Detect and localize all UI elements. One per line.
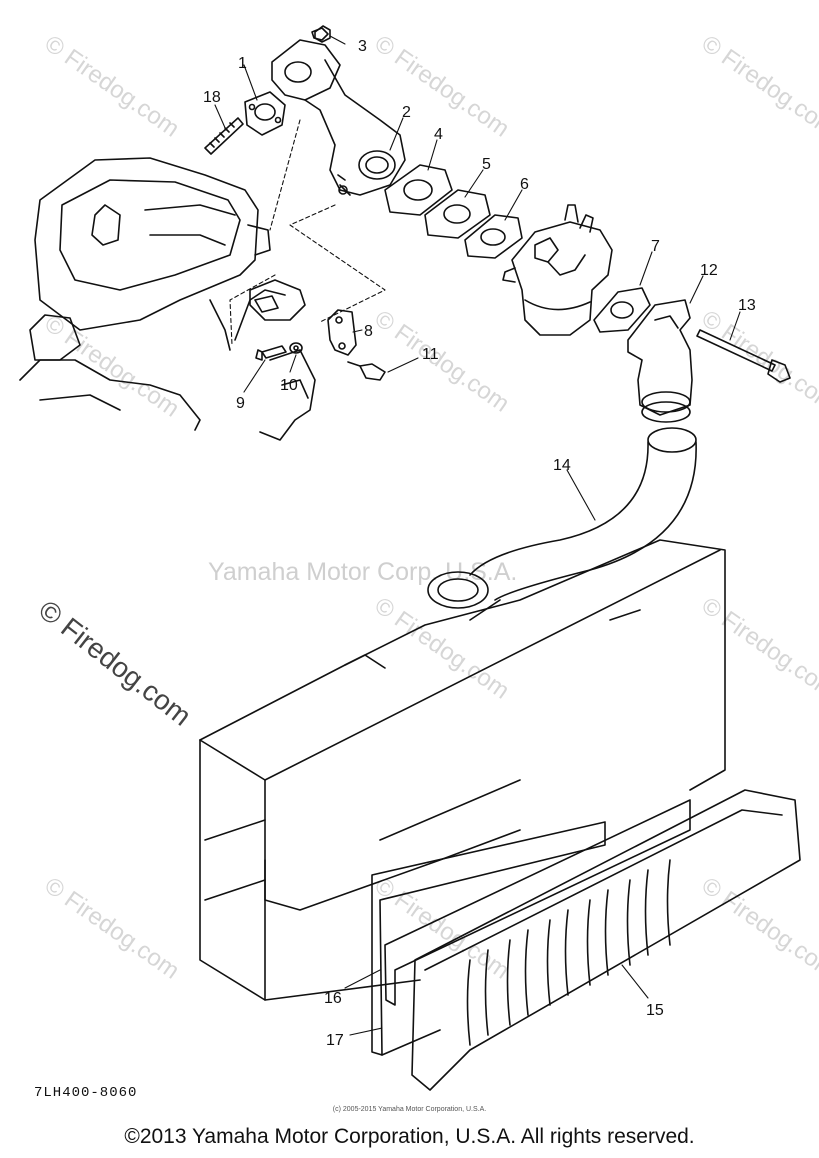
screw-11 <box>347 361 386 381</box>
guide-lines <box>229 119 386 346</box>
callout-10: 10 <box>280 377 298 394</box>
bolt-3 <box>314 25 331 43</box>
callout-13: 13 <box>738 297 756 314</box>
element-16 <box>384 799 691 1006</box>
callout-15: 15 <box>646 1002 664 1019</box>
callout-14: 14 <box>553 457 571 474</box>
carburetor <box>502 204 613 336</box>
gasket-6 <box>464 214 523 259</box>
callout-7: 7 <box>651 238 660 255</box>
callout-17: 17 <box>326 1032 344 1049</box>
stud-18 <box>204 117 244 155</box>
cover-15 <box>411 789 801 1091</box>
gasket-7 <box>593 287 651 333</box>
small-copyright: (c) 2005-2015 Yamaha Motor Corporation, … <box>332 1106 487 1113</box>
spacer-5 <box>424 189 491 239</box>
washer-10 <box>289 342 303 354</box>
copyright-footer: ©2013 Yamaha Motor Corporation, U.S.A. A… <box>124 1125 695 1148</box>
callout-5: 5 <box>482 156 491 173</box>
callout-1: 1 <box>238 55 247 72</box>
diagram-code: 7LH400-8060 <box>34 1085 138 1101</box>
element-17 <box>371 821 606 1056</box>
callout-4: 4 <box>434 126 443 143</box>
callout-12: 12 <box>700 262 718 279</box>
callout-11: 11 <box>422 346 439 363</box>
bracket-assembly <box>249 279 316 441</box>
bracket-8 <box>327 309 357 356</box>
hose-14 <box>427 427 697 609</box>
gasket-4 <box>384 164 453 216</box>
callout-3: 3 <box>358 38 367 55</box>
gasket-1 <box>244 91 286 136</box>
leader-lines <box>214 35 741 1036</box>
air-cleaner-case <box>199 539 726 1001</box>
callout-18: 18 <box>203 89 221 106</box>
callout-2: 2 <box>402 104 411 121</box>
callout-8: 8 <box>364 323 373 340</box>
bolt-13 <box>696 329 791 383</box>
engine-block <box>19 157 286 431</box>
callout-6: 6 <box>520 176 529 193</box>
callout-9: 9 <box>236 395 245 412</box>
intake-manifold-2 <box>271 27 406 196</box>
callout-16: 16 <box>324 990 342 1007</box>
bolt-9 <box>255 345 287 361</box>
elbow-12 <box>627 299 693 423</box>
